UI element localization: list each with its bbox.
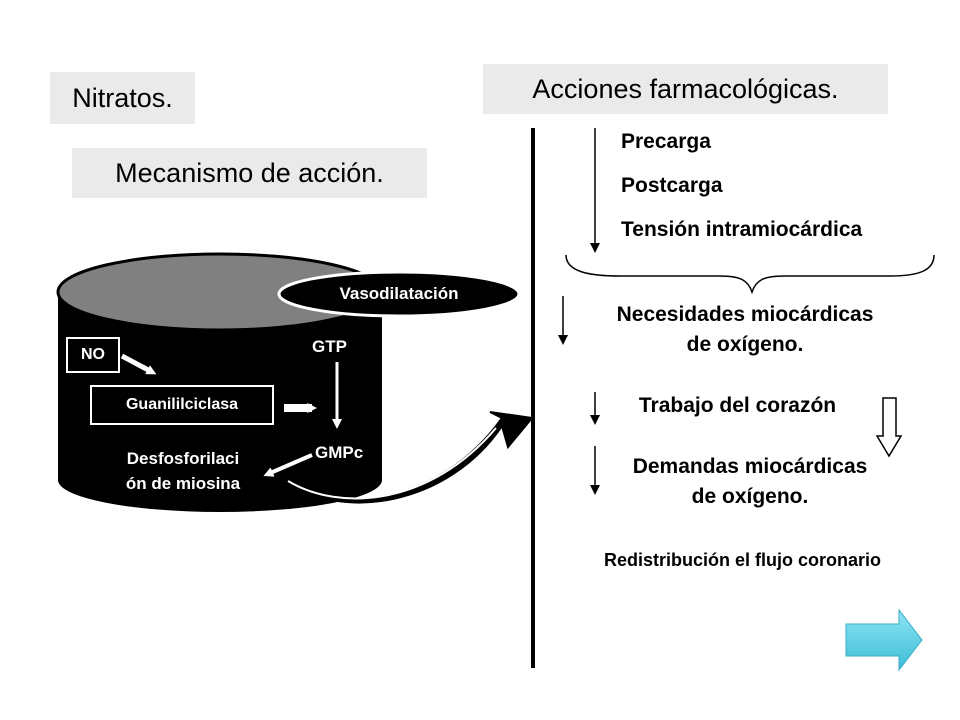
demandas-line2: de oxígeno.: [691, 485, 809, 508]
necesidades-line2: de oxígeno.: [686, 333, 804, 356]
desfosforilacion-line1: Desfosforilaci: [126, 449, 240, 468]
page-title: Nitratos.: [50, 72, 195, 124]
mechanism-title: Mecanismo de acción.: [72, 148, 427, 198]
desfosforilacion-label: Desfosforilaci ón de miosina: [88, 446, 278, 496]
tension-label: Tensión intramiocárdica: [621, 218, 863, 241]
precarga-label: Precarga: [621, 130, 711, 153]
actions-title: Acciones farmacológicas.: [483, 64, 888, 114]
next-slide-button[interactable]: [846, 610, 924, 672]
demandas-line1: Demandas miocárdicas: [632, 455, 868, 478]
redistribucion-label: Redistribución el flujo coronario: [603, 550, 882, 570]
postcarga-label: Postcarga: [621, 174, 723, 197]
no-box: NO: [66, 337, 120, 373]
demandas-label: Demandas miocárdicas de oxígeno.: [580, 452, 920, 512]
no-arrow: [120, 353, 157, 375]
vasodilatacion-label: Vasodilatación: [339, 284, 459, 303]
trabajo-hollow-arrow-icon: [875, 397, 903, 458]
cylinder: [56, 252, 384, 512]
trabajo-label: Trabajo del corazón: [638, 394, 837, 417]
necesidades-label: Necesidades miocárdicas de oxígeno.: [560, 300, 930, 360]
curly-brace: [565, 254, 935, 295]
right-arrow-icon: [845, 608, 923, 672]
necesidades-line1: Necesidades miocárdicas: [616, 303, 874, 326]
gtp-label: GTP: [312, 337, 347, 356]
desfosforilacion-line2: ón de miosina: [125, 474, 241, 493]
guanililciclasa-box: Guanililciclasa: [90, 385, 274, 425]
vasodilatacion-ellipse: [277, 270, 521, 318]
cylinder-body: [58, 292, 382, 512]
gmpc-arrow: [263, 453, 313, 477]
gmpc-label: GMPc: [315, 443, 364, 462]
